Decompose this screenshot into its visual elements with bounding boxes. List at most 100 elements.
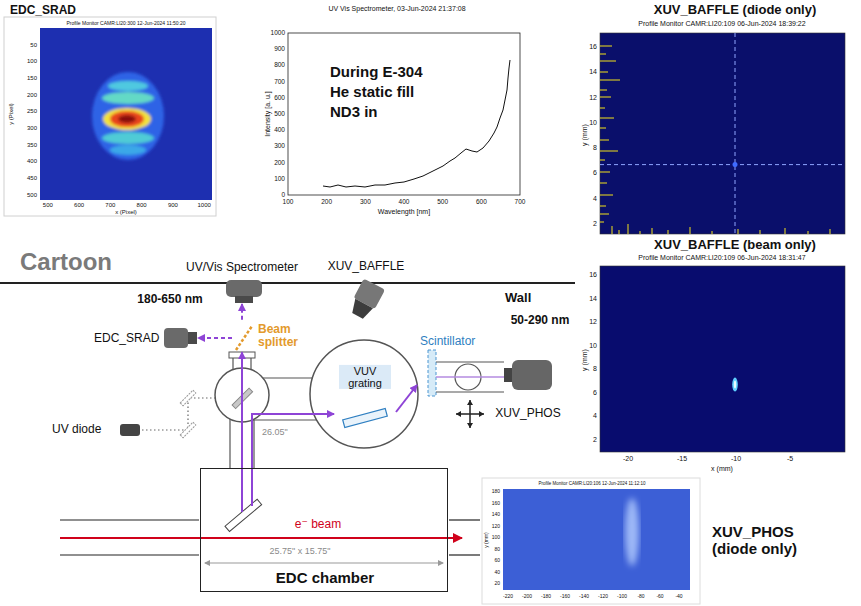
beam-pipe (60, 519, 199, 520)
light-path (436, 376, 504, 378)
tick-label: 800 (137, 202, 147, 209)
tick-label: 100 (27, 58, 37, 65)
tick-label: -120 (598, 594, 608, 600)
tick-label: 900 (274, 45, 285, 52)
tick-label: 10 (589, 119, 597, 127)
tick-label: 300 (360, 198, 371, 205)
axis-title: Wavelength [nm] (378, 208, 430, 216)
beam-label: e⁻ beam (295, 518, 341, 532)
grating (343, 408, 388, 427)
device-label: UV diode (52, 423, 101, 437)
tick-label: 200 (321, 198, 332, 205)
beam-spot (732, 378, 738, 392)
wavelength-range: 50-290 nm (511, 314, 570, 328)
tick-label: 50 (30, 41, 37, 48)
tube (436, 361, 504, 362)
mirror (180, 422, 196, 438)
plot-title: UV Vis Spectrometer, 03-Jun-2024 21:37:0… (328, 5, 465, 13)
axis-title: y (mm) (484, 532, 490, 548)
device-label: Scintillator (420, 335, 475, 349)
axis-title: y (mm) (581, 124, 589, 146)
tick-label: 40 (494, 570, 500, 576)
electron-beam (60, 537, 462, 539)
crosshair (735, 33, 736, 234)
camera-lens (349, 299, 373, 321)
panel-title: XUV_BAFFLE (beam only) (654, 238, 816, 253)
scintillator: Scintillator (417, 332, 488, 400)
tube (253, 419, 317, 420)
profile-monitor-caption: Profile Monitor CAMR:LI20:300 12-Jun-202… (66, 21, 185, 27)
section-heading: Cartoon (20, 248, 112, 276)
camera-lens (504, 368, 512, 382)
camera-body (226, 280, 262, 297)
srad-camera: EDC_SRAD (91, 326, 198, 352)
camera-body (164, 328, 188, 348)
tick-label: -80 (637, 594, 644, 600)
diode-body (120, 424, 140, 436)
tick-label: -100 (617, 594, 627, 600)
tick-label: 400 (399, 198, 410, 205)
tick-label: 600 (476, 198, 487, 205)
tick-label: 12 (589, 318, 597, 326)
dimension-label: 26.05" (262, 427, 288, 437)
spectrum-curve (323, 60, 510, 187)
tick-label: 200 (27, 91, 37, 98)
camera-lens (235, 296, 253, 303)
tick-label: 700 (105, 202, 115, 209)
camera-image-panel: Profile Monitor CAMR:LI20:106 12-Jun-202… (482, 478, 700, 604)
device-label: EDC_SRAD (94, 332, 159, 346)
tick-label: -140 (579, 594, 589, 600)
tick-label: 500 (43, 202, 53, 209)
tick-label: 10 (589, 342, 597, 350)
beam-splitter-glass (236, 326, 252, 350)
uv-diode: UV diode (49, 420, 142, 440)
tick-label: -180 (541, 594, 551, 600)
tick-label: 500 (27, 191, 37, 198)
wavelength-range: 180-650 nm (137, 293, 202, 307)
tick-label: -5 (787, 455, 793, 463)
tick-label: 12 (589, 94, 597, 102)
tick-label: 4 (593, 412, 597, 420)
wall-line (0, 282, 575, 284)
plot-note: During E-304 (330, 63, 423, 80)
beam-spot (118, 115, 136, 123)
tick-label: 100 (274, 175, 285, 182)
image-frame (4, 17, 216, 216)
beam-path (241, 304, 243, 320)
tick-label: 8 (593, 144, 597, 152)
chamber-label: EDC chamber (276, 569, 374, 586)
tick-label: 800 (274, 62, 285, 69)
panel-title: XUV_BAFFLE (diode only) (654, 3, 817, 18)
tick-label: 140 (492, 512, 500, 518)
tick-label: 4 (593, 195, 597, 203)
tube (263, 377, 313, 378)
device-label: Beam splitter (258, 323, 314, 349)
tick-label: 250 (27, 108, 37, 115)
motion-arrows (456, 400, 484, 428)
baffle-camera: XUV_BAFFLE (325, 257, 408, 320)
tick-label: 16 (589, 271, 597, 279)
panel-title: XUV_PHOS (diode only) (712, 523, 824, 558)
beam-pipe (449, 519, 480, 520)
diode-light-path (142, 398, 215, 430)
tick-label: 350 (27, 141, 37, 148)
profile-monitor-caption: Profile Monitor CAMR:LI20:109 06-Jun-202… (638, 254, 805, 262)
tick-label: -160 (560, 594, 570, 600)
tick-label: 500 (437, 198, 448, 205)
tick-label: 120 (492, 524, 500, 530)
camera-lens (188, 332, 197, 344)
beam-path (252, 414, 334, 468)
tick-label: 200 (274, 159, 285, 166)
tick-label: -20 (623, 455, 633, 463)
tube (232, 358, 233, 370)
dimension-label: 25.75" x 15.75" (270, 546, 331, 556)
tick-label: 700 (274, 78, 285, 85)
camera-image-panel: XUV_BAFFLE (beam only)Profile Monitor CA… (578, 236, 850, 476)
device-label: UV/Vis Spectrometer (186, 261, 298, 275)
beam-path (241, 352, 243, 468)
tick-label: 20 (494, 581, 500, 587)
spectrum-plot-panel: UV Vis Spectrometer, 03-Jun-2024 21:37:0… (238, 0, 556, 218)
device-label: XUV_BAFFLE (328, 260, 405, 274)
